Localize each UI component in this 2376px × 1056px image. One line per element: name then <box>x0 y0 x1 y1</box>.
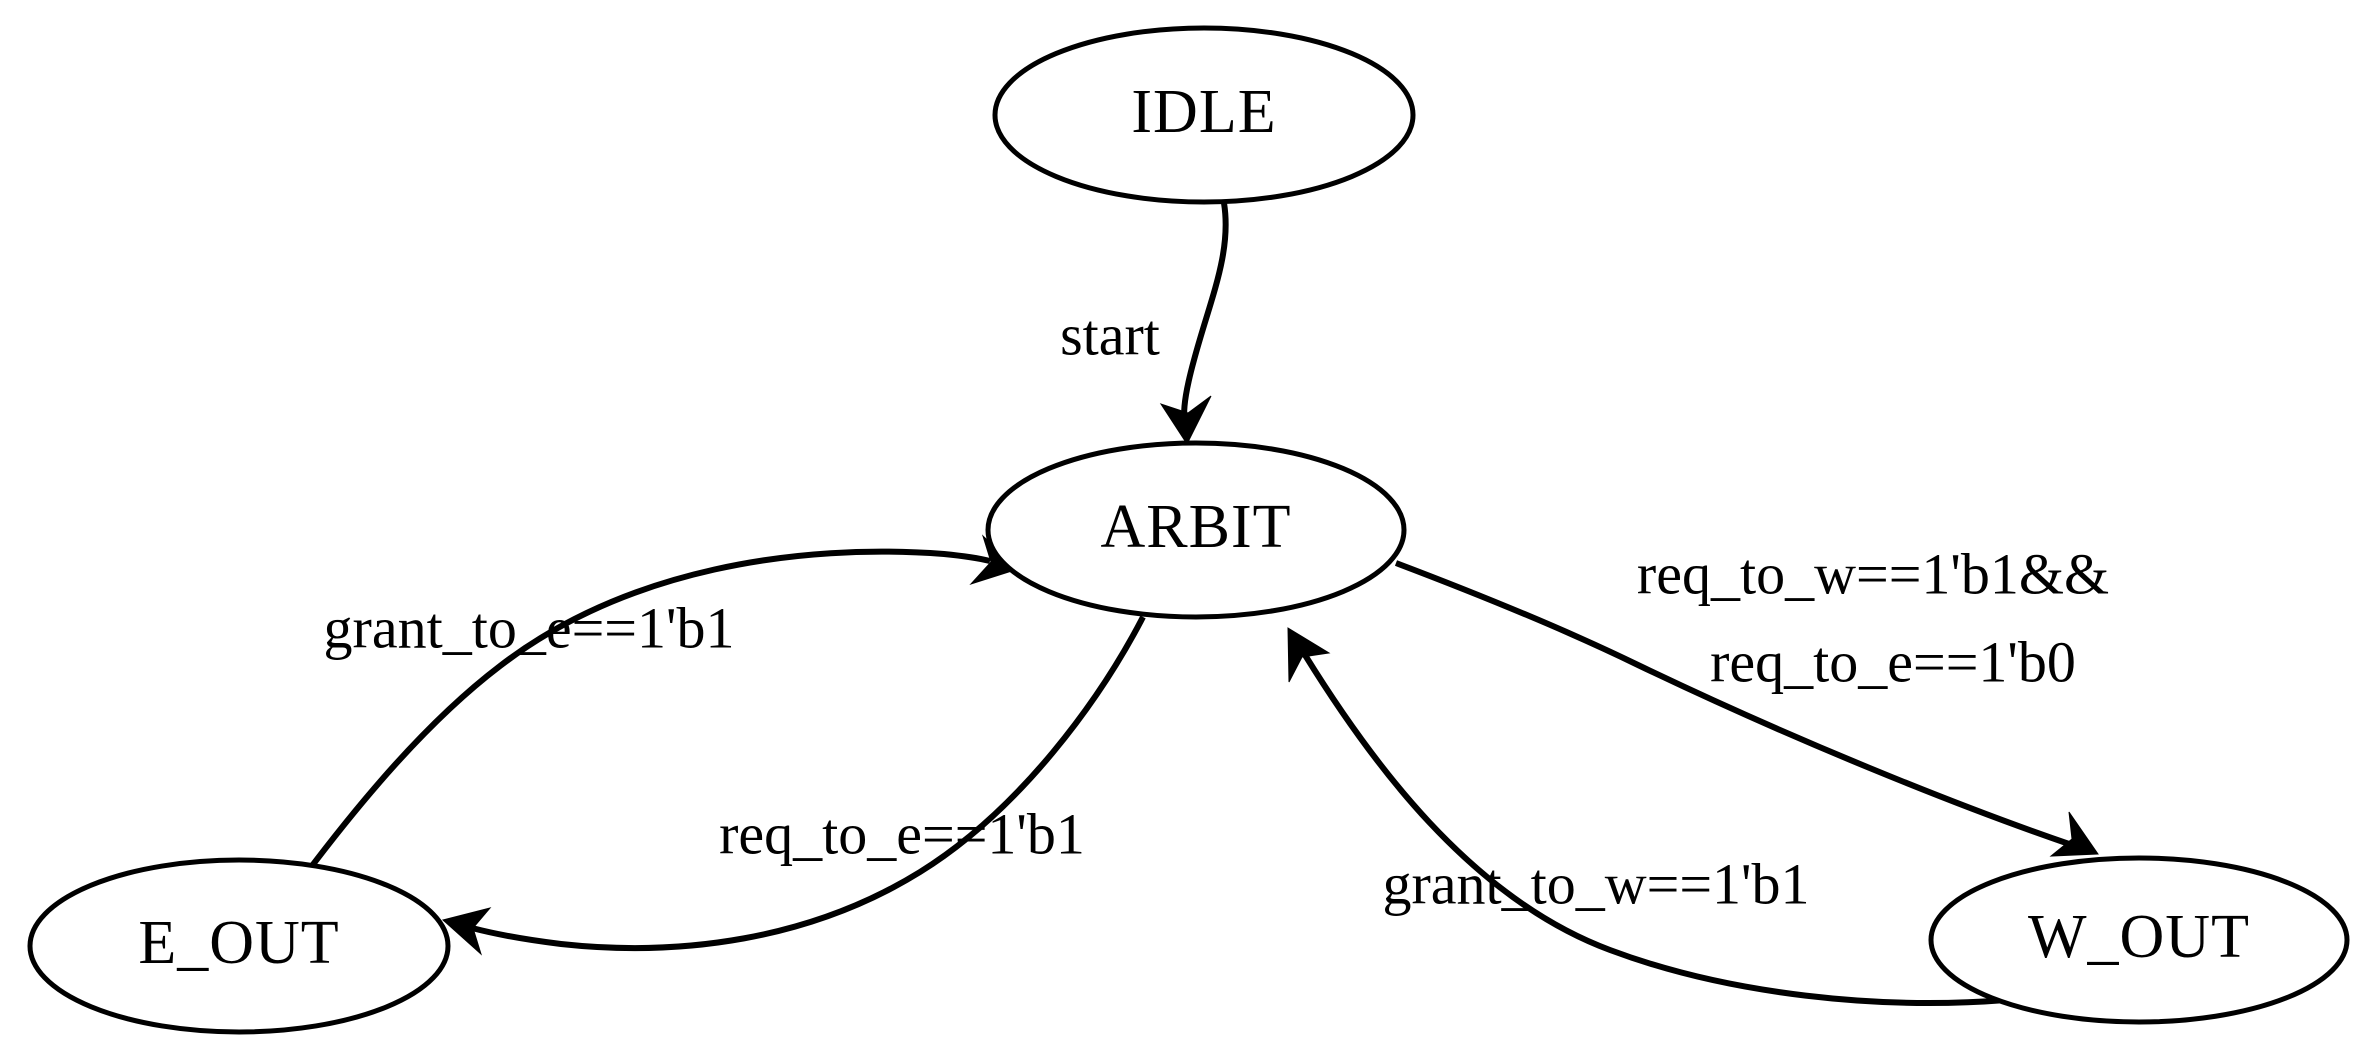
edge-arbit-to-eout <box>441 615 1146 956</box>
edge-label-grant-to-w: grant_to_w==1'b1 <box>1382 851 1809 916</box>
node-idle[interactable]: IDLE <box>992 25 1416 205</box>
edge-label-grant-to-e: grant_to_e==1'b1 <box>324 595 735 660</box>
node-arbit[interactable]: ARBIT <box>985 440 1407 620</box>
node-e-out-label: E_OUT <box>138 909 339 977</box>
edge-wout-to-arbit <box>1287 627 2007 1006</box>
arrowhead-wout-to-arbit <box>1287 627 1331 683</box>
node-idle-ellipse[interactable] <box>992 25 1416 205</box>
edge-path-arbit-to-eout <box>471 615 1146 952</box>
edge-label-req-to-w-line1: req_to_w==1'b1&& <box>1637 541 2109 606</box>
arrowhead-arbit-to-eout <box>441 907 492 956</box>
edge-label-req-to-e: req_to_e==1'b1 <box>719 801 1085 866</box>
edge-arbit-to-wout <box>1394 560 2099 857</box>
arrowhead-idle-to-arbit <box>1159 395 1212 446</box>
node-idle-label: IDLE <box>1131 78 1276 146</box>
node-e-out-ellipse[interactable] <box>27 857 451 1035</box>
node-w-out-label: W_OUT <box>2028 903 2250 971</box>
arrowhead-arbit-to-wout <box>2049 811 2099 857</box>
edge-path-eout-to-arbit <box>302 548 991 877</box>
node-arbit-ellipse[interactable] <box>985 440 1407 620</box>
edge-label-start: start <box>1060 302 1160 367</box>
edge-label-req-to-w-line2: req_to_e==1'b0 <box>1710 629 2076 694</box>
node-w-out-ellipse[interactable] <box>1928 855 2350 1025</box>
edge-idle-to-arbit <box>1159 202 1229 446</box>
node-e-out[interactable]: E_OUT <box>27 857 451 1035</box>
edge-path-wout-to-arbit <box>1302 653 2007 1006</box>
node-arbit-label: ARBIT <box>1101 493 1292 561</box>
edge-path-arbit-to-wout <box>1394 560 2073 848</box>
node-w-out[interactable]: W_OUT <box>1928 855 2350 1025</box>
